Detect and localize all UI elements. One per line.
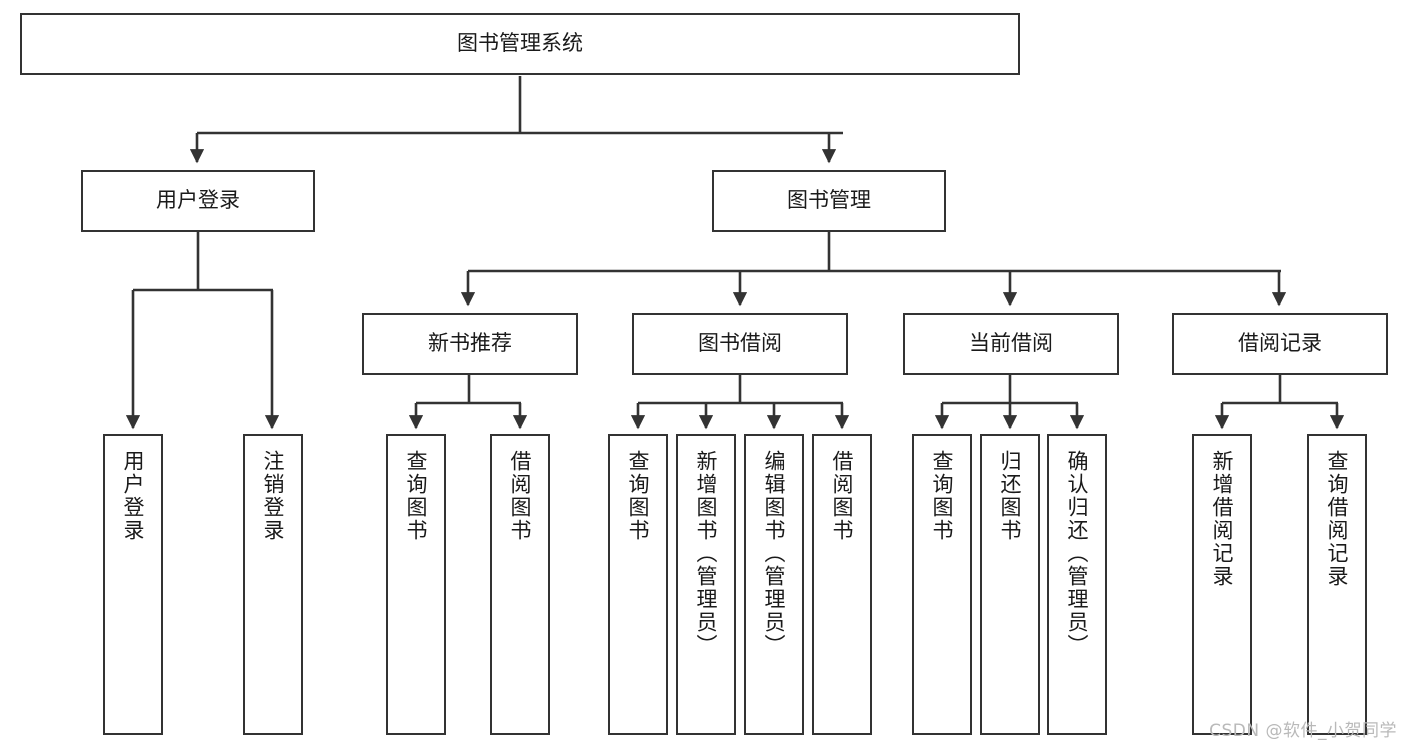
node-book-manage-label: 图书管理 [787, 188, 871, 213]
node-leaf-record-query[interactable]: 查询借阅记录 [1307, 434, 1367, 735]
node-leaf-newbook-query[interactable]: 查询图书 [386, 434, 446, 735]
node-leaf-user-login-label: 用户登录 [121, 450, 146, 542]
node-leaf-current-return-label: 归还图书 [998, 450, 1023, 542]
node-leaf-newbook-query-label: 查询图书 [404, 450, 429, 542]
node-leaf-borrow-query-label: 查询图书 [626, 450, 651, 542]
node-leaf-current-confirm-return[interactable]: 确认归还（管理员） [1047, 434, 1107, 735]
node-leaf-logout[interactable]: 注销登录 [243, 434, 303, 735]
node-borrow-record-label: 借阅记录 [1238, 331, 1322, 356]
csdn-watermark: CSDN @软件_小贺同学 [1209, 721, 1397, 741]
node-leaf-borrow-edit-book[interactable]: 编辑图书（管理员） [744, 434, 804, 735]
node-new-book-recommend-label: 新书推荐 [428, 331, 512, 356]
node-borrow-record[interactable]: 借阅记录 [1172, 313, 1388, 375]
node-leaf-record-query-label: 查询借阅记录 [1325, 450, 1350, 588]
node-leaf-borrow-borrow-book[interactable]: 借阅图书 [812, 434, 872, 735]
node-leaf-record-add-label: 新增借阅记录 [1210, 450, 1235, 588]
node-root-label: 图书管理系统 [457, 31, 583, 56]
node-leaf-current-query[interactable]: 查询图书 [912, 434, 972, 735]
node-user-login-label: 用户登录 [156, 188, 240, 213]
node-leaf-user-login[interactable]: 用户登录 [103, 434, 163, 735]
node-leaf-logout-label: 注销登录 [261, 450, 286, 542]
node-leaf-borrow-edit-book-label: 编辑图书（管理员） [762, 450, 787, 657]
node-leaf-current-query-label: 查询图书 [930, 450, 955, 542]
node-root-system[interactable]: 图书管理系统 [20, 13, 1020, 75]
node-current-borrow[interactable]: 当前借阅 [903, 313, 1119, 375]
node-new-book-recommend[interactable]: 新书推荐 [362, 313, 578, 375]
node-leaf-newbook-borrow[interactable]: 借阅图书 [490, 434, 550, 735]
node-leaf-borrow-borrow-book-label: 借阅图书 [830, 450, 855, 542]
node-book-borrow-label: 图书借阅 [698, 331, 782, 356]
node-leaf-record-add[interactable]: 新增借阅记录 [1192, 434, 1252, 735]
node-leaf-borrow-add-book[interactable]: 新增图书（管理员） [676, 434, 736, 735]
node-user-login[interactable]: 用户登录 [81, 170, 315, 232]
node-leaf-current-confirm-return-label: 确认归还（管理员） [1065, 450, 1090, 657]
node-leaf-current-return[interactable]: 归还图书 [980, 434, 1040, 735]
node-leaf-borrow-query[interactable]: 查询图书 [608, 434, 668, 735]
node-book-borrow[interactable]: 图书借阅 [632, 313, 848, 375]
node-current-borrow-label: 当前借阅 [969, 331, 1053, 356]
node-book-manage[interactable]: 图书管理 [712, 170, 946, 232]
node-leaf-borrow-add-book-label: 新增图书（管理员） [694, 450, 719, 657]
node-leaf-newbook-borrow-label: 借阅图书 [508, 450, 533, 542]
